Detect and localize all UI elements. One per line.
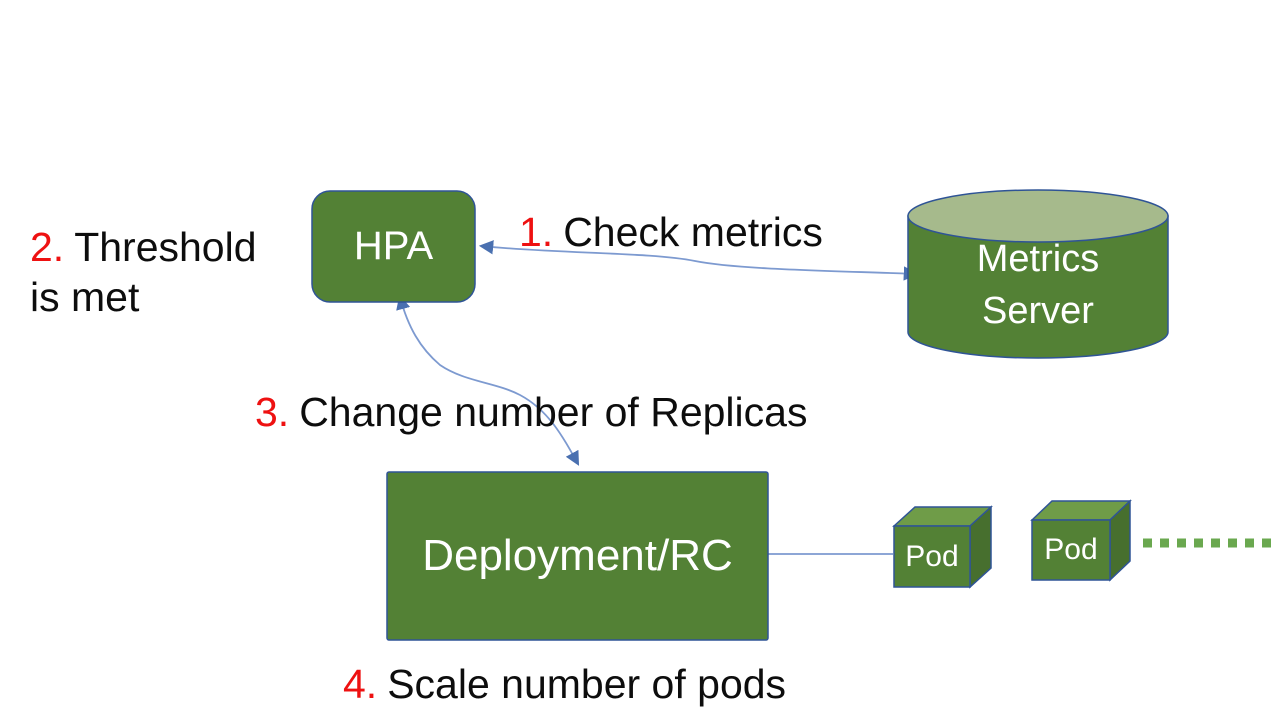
step2-threshold-met: 2.Threshold is met (30, 222, 295, 322)
step1-text: Check metrics (563, 209, 823, 255)
step1-check-metrics: 1.Check metrics (519, 207, 823, 257)
step2-text: Threshold is met (30, 224, 257, 320)
step2-number: 2. (30, 224, 65, 270)
metrics-server-label-line1: Metrics (976, 238, 1100, 280)
pod2-label: Pod (1044, 533, 1098, 566)
check-metrics-arrow (478, 240, 919, 281)
pod1-cube-front (893, 525, 971, 588)
step3-text: Change number of Replicas (299, 389, 808, 435)
pod2-cube-front (1031, 519, 1111, 581)
metrics-server-label: Metrics Server (908, 230, 1168, 340)
deployment-label: Deployment/RC (422, 531, 733, 580)
step4-text: Scale number of pods (387, 661, 787, 707)
metrics-server-cylinder-body (907, 215, 1169, 359)
pod2-cube (1030, 499, 1132, 582)
pod1-cube (892, 505, 993, 589)
step4-number: 4. (343, 661, 378, 707)
deployment-box-shape (386, 471, 769, 641)
hpa-box-shape (311, 190, 476, 303)
step4-scale-pods: 4.Scale number of pods (343, 659, 786, 709)
pod1-label: Pod (905, 539, 959, 573)
step1-number: 1. (519, 209, 554, 255)
metrics-server-cylinder-top (907, 189, 1169, 243)
metrics-server-label-line2: Server (982, 290, 1094, 332)
change-replicas-arrow (396, 294, 580, 466)
step3-number: 3. (255, 389, 290, 435)
hpa-label: HPA (353, 224, 434, 268)
step3-change-replicas: 3.Change number of Replicas (255, 387, 807, 437)
